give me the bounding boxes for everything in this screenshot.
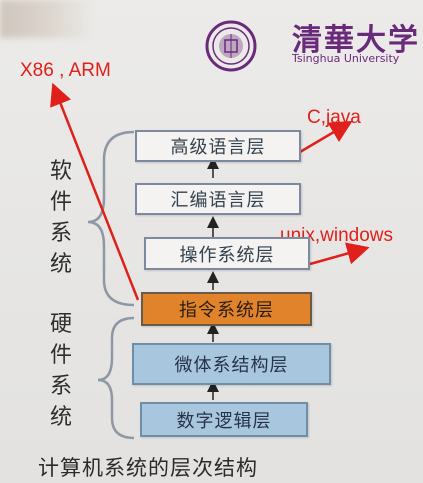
blurred-corner xyxy=(0,0,95,38)
language-examples-annotation: C,java xyxy=(307,107,361,128)
hardware-group-brace xyxy=(97,316,135,440)
language-annotation-arrow xyxy=(299,120,353,154)
isa-examples-annotation: X86 , ARM xyxy=(20,60,111,81)
software-group-label: 软件系统 xyxy=(49,159,72,277)
layer-assembly-language: 汇编语言层 xyxy=(135,183,301,215)
os-annotation-arrow xyxy=(309,242,370,266)
layer-digital-logic: 数字逻辑层 xyxy=(140,402,308,437)
university-seal-icon xyxy=(205,20,257,72)
software-group-brace xyxy=(87,130,135,307)
diagram-caption: 计算机系统的层次结构 xyxy=(38,456,258,480)
university-logo-chinese: 清華大学 xyxy=(292,23,420,58)
layer-high-level-language: 高级语言层 xyxy=(135,130,301,162)
isa-annotation-arrow xyxy=(50,82,140,301)
layer-microarchitecture: 微体系结构层 xyxy=(132,343,331,385)
layer-instruction-set: 指令系统层 xyxy=(141,292,312,326)
university-logo-english: Tsinghua University xyxy=(292,52,400,65)
layer-operating-system: 操作系统层 xyxy=(144,237,310,270)
hardware-group-label: 硬件系统 xyxy=(49,312,72,430)
